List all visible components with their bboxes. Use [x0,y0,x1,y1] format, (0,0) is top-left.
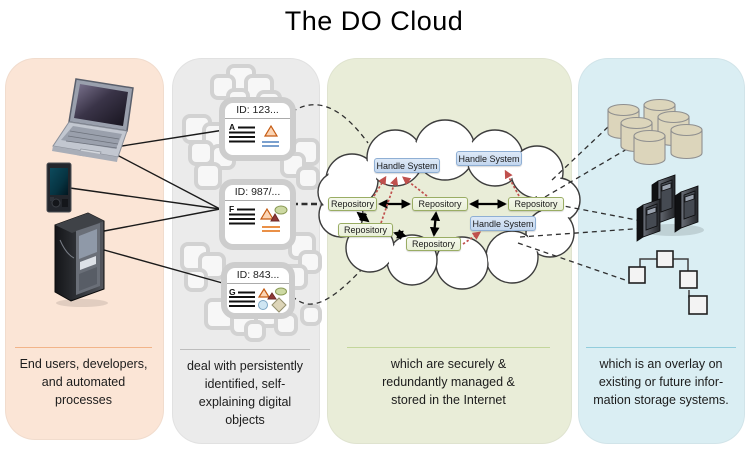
desktop-tower-icon [54,212,108,307]
document-icon: A [228,122,279,147]
ellipse-shape [275,287,287,296]
small-triangle-shape [267,292,277,300]
smartphone-icon [46,162,72,213]
caption-digital-objects: deal with persistently identified, self-… [180,349,310,430]
handle-system-node-2: Handle System [456,151,522,166]
handle-system-node-3: Handle System [470,216,536,231]
object-id-label: ID: 843... [227,268,289,284]
caption-storage-systems: which is an overlay on existing or futur… [586,347,736,409]
caption-do-cloud: which are securely & redundantly managed… [347,347,550,409]
object-content: A [225,119,290,152]
diagram-title: The DO Cloud [284,6,464,36]
triangle-shape [257,287,271,298]
repository-node-5: Repository [406,237,461,251]
device-object-links [69,129,227,285]
server-towers-icon [636,174,704,242]
svg-text:A: A [229,122,235,132]
object-content: G [227,284,289,313]
digital-object-card-2: ID: 987/... F [219,179,296,250]
caption-end-users: End users, developers, and automated pro… [15,347,152,409]
object-id-label: ID: 987/... [225,185,290,201]
digital-object-card-3: ID: 843... G [221,262,295,319]
repository-node-4: Repository [338,223,393,237]
laptop-icon [52,78,134,162]
svg-text:G: G [229,287,236,297]
ellipse-shape [274,205,287,215]
digital-object-card-1: ID: 123... A [219,97,296,161]
repository-node-1: Repository [328,197,377,211]
handle-system-node-1: Handle System [374,158,440,173]
small-triangle-shape [269,212,280,222]
triangle-shape [263,124,278,137]
object-id-label: ID: 123... [225,103,290,119]
diamond-shape [271,297,287,313]
circle-shape [258,300,268,310]
repository-node-3: Repository [508,197,564,211]
object-content: F [225,201,290,238]
repository-arrows [356,199,507,240]
cloud-storage-links [517,125,648,282]
triangle-shape [259,207,274,220]
handle-system-arrows [373,169,520,245]
svg-text:F: F [229,204,234,214]
object-tree-icon [628,250,708,315]
database-cylinders-icon [607,98,703,166]
document-icon: G [229,287,287,313]
repository-node-2: Repository [412,197,468,211]
document-icon: F [228,204,287,232]
